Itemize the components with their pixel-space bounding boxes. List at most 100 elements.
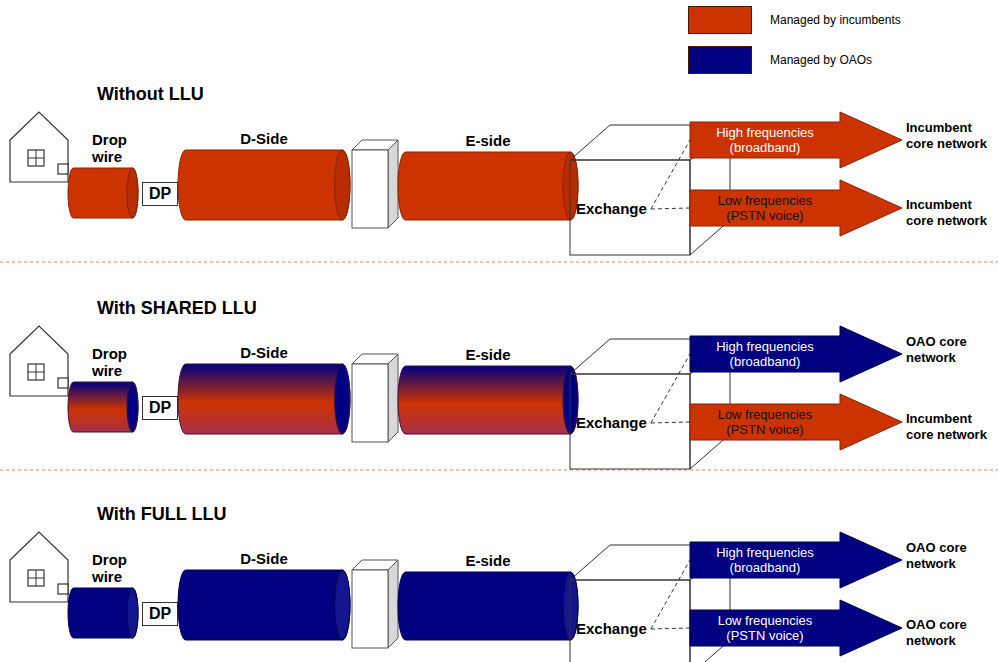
house-icon (10, 532, 68, 602)
exchange-cube: Exchange (570, 374, 690, 469)
cylinder-cap (127, 382, 138, 432)
text-holder: Drop wire (92, 345, 142, 379)
frequency-arrow: Low frequencies (PSTN voice)Incumbent co… (690, 394, 902, 450)
distribution-point-box: DP (142, 602, 178, 626)
text-holder: High frequencies (broadband) (690, 122, 840, 158)
cylinder-body (398, 152, 578, 220)
signal-split-line (651, 422, 690, 423)
cylinder-body (68, 588, 138, 638)
frequency-arrow: High frequencies (broadband)OAO core net… (690, 326, 902, 382)
signal-split-line (651, 140, 690, 209)
node-label: DP (149, 399, 171, 417)
cylinder-body (68, 382, 138, 432)
signal-split-line (651, 208, 690, 209)
separator-line (0, 470, 998, 471)
node-label: E-side (398, 552, 578, 569)
arrow-label: High frequencies (broadband) (704, 339, 826, 369)
arrow-shape (690, 180, 902, 236)
network-label: Incumbent core network (906, 120, 992, 152)
text-holder: Incumbent core network (906, 120, 992, 152)
cable-cylinder: Drop wire (68, 382, 138, 432)
house-icon (10, 112, 68, 182)
node-label: E-side (398, 346, 578, 363)
frequency-arrow: High frequencies (broadband)OAO core net… (690, 532, 902, 588)
node-label: D-Side (178, 550, 350, 567)
network-label: OAO core network (906, 617, 992, 649)
text-holder: DP (142, 602, 178, 626)
text-holder: Low frequencies (PSTN voice) (690, 190, 840, 226)
frequency-arrow: High frequencies (broadband)Incumbent co… (690, 112, 902, 168)
box-outline (143, 397, 178, 420)
text-holder: E-side (398, 552, 578, 569)
legend-label: Managed by OAOs (770, 53, 872, 67)
node-outline (178, 150, 350, 220)
cylinder-body (178, 150, 350, 220)
text-holder: Incumbent core network (906, 197, 992, 229)
cable-cylinder: Drop wire (68, 588, 138, 638)
node-label: D-Side (178, 344, 350, 361)
arrow-label: Low frequencies (PSTN voice) (704, 193, 826, 223)
network-label: OAO core network (906, 334, 992, 366)
exchange-cube: Exchange (570, 580, 690, 662)
street-cabinet (352, 354, 398, 442)
cylinder-cap (563, 572, 578, 640)
node-label: Drop wire (92, 131, 142, 165)
arrow-shape (690, 326, 902, 382)
arrow-label: Low frequencies (PSTN voice) (704, 613, 826, 643)
legend-swatch (688, 6, 752, 34)
box-outline (143, 603, 178, 626)
node-outline (178, 364, 350, 434)
cylinder-cap (335, 150, 350, 220)
text-holder: DP (142, 396, 178, 420)
separator-line (0, 262, 998, 263)
text-holder: E-side (398, 346, 578, 363)
cylinder-cap (127, 588, 138, 638)
arrow-label: High frequencies (broadband) (704, 125, 826, 155)
text-holder: D-Side (178, 344, 350, 361)
network-label: Incumbent core network (906, 197, 992, 229)
label-holder: Without LLU (97, 84, 204, 105)
signal-split-line (651, 628, 690, 629)
signal-split-line (651, 560, 690, 629)
text-holder: Exchange (576, 620, 647, 638)
cylinder-cap (563, 152, 578, 220)
node-outline (398, 572, 578, 640)
cylinder-body (68, 168, 138, 218)
node-label: DP (149, 185, 171, 203)
network-label: Incumbent core network (906, 411, 992, 443)
node-label: E-side (398, 132, 578, 149)
cylinder-body (398, 366, 578, 434)
cable-cylinder: E-side (398, 572, 578, 640)
node-label: D-Side (178, 130, 350, 147)
text-holder: OAO core network (906, 540, 992, 572)
text-holder: Low frequencies (PSTN voice) (690, 404, 840, 440)
arrow-shape (690, 600, 902, 656)
panel-title: With SHARED LLU (97, 298, 257, 319)
text-holder: OAO core network (906, 617, 992, 649)
text-holder: Drop wire (92, 551, 142, 585)
node-outline (398, 152, 578, 220)
arrow-shape (690, 532, 902, 588)
cable-cylinder: E-side (398, 366, 578, 434)
cylinder-body (178, 570, 350, 640)
box-outline (143, 183, 178, 206)
network-label: OAO core network (906, 540, 992, 572)
node-label: DP (149, 605, 171, 623)
legend-entry: Managed by incumbents (688, 6, 901, 34)
signal-split-line (651, 354, 690, 423)
node-outline (178, 570, 350, 640)
text-holder: Exchange (576, 414, 647, 432)
node-label: Exchange (576, 200, 647, 218)
cable-cylinder: D-Side (178, 570, 350, 640)
cable-cylinder: D-Side (178, 364, 350, 434)
label-holder: With SHARED LLU (97, 298, 257, 319)
legend-entry: Managed by OAOs (688, 46, 872, 74)
node-label: Exchange (576, 620, 647, 638)
node-label: Drop wire (92, 551, 142, 585)
text-holder: Incumbent core network (906, 411, 992, 443)
arrow-label: High frequencies (broadband) (704, 545, 826, 575)
cable-cylinder: E-side (398, 152, 578, 220)
frequency-arrow: Low frequencies (PSTN voice)OAO core net… (690, 600, 902, 656)
street-cabinet (352, 560, 398, 648)
